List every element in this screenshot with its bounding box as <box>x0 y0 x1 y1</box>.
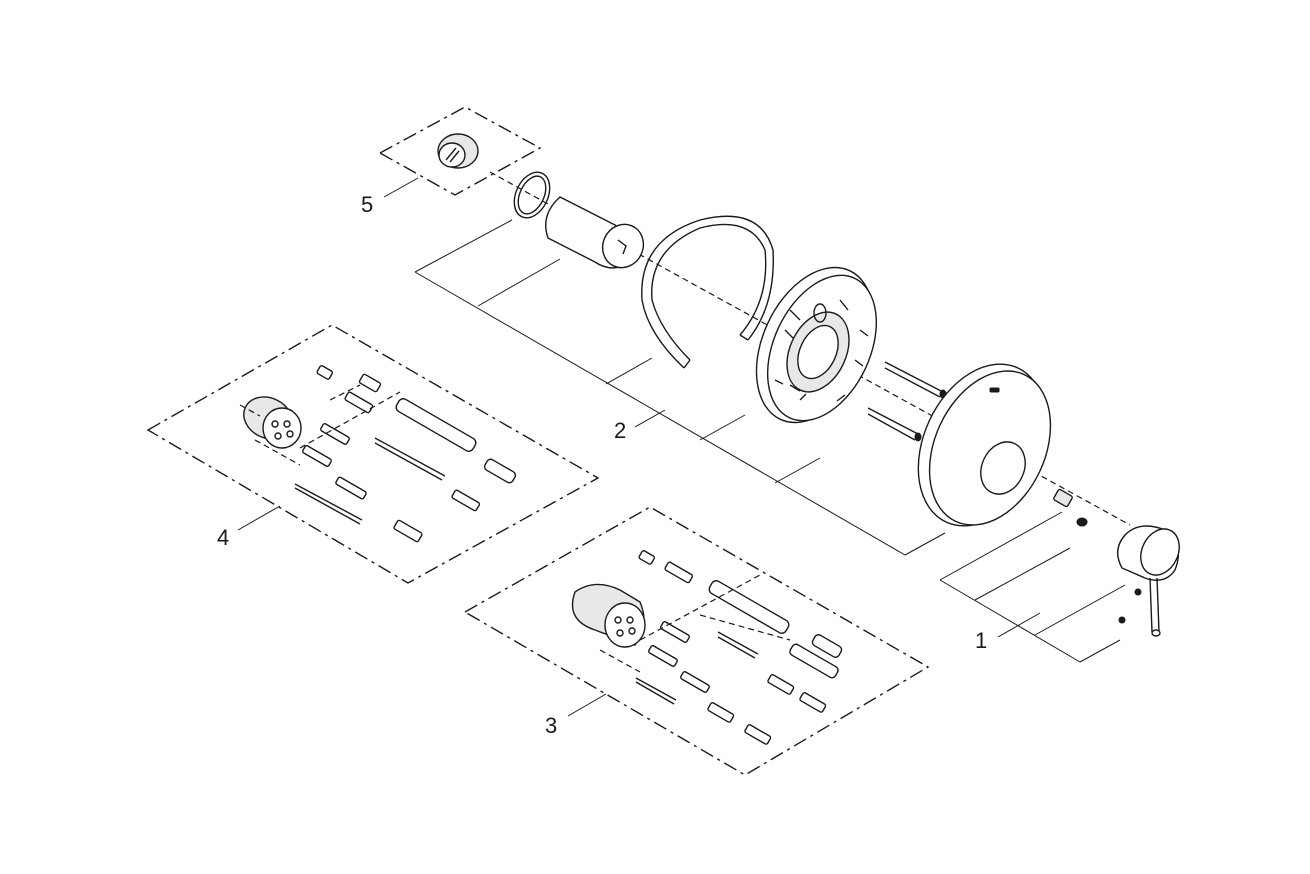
kit-4-box <box>146 324 600 584</box>
callout-4: 4 <box>217 525 229 550</box>
snap-ring <box>641 215 774 369</box>
kit-3-box <box>463 506 930 776</box>
callout-3: 3 <box>545 713 557 738</box>
callout-1-leader <box>997 612 1041 638</box>
callout-5: 5 <box>361 192 373 217</box>
bracket-group-1 <box>939 511 1126 663</box>
main-assembly <box>414 171 1180 663</box>
callout-3-leader <box>567 693 607 717</box>
callout-2-leader <box>634 409 666 428</box>
mounting-screw-upper <box>884 361 947 399</box>
adapter-fitting <box>1053 488 1088 527</box>
kit-4-small-parts <box>294 365 517 543</box>
sleeve-cylinder <box>545 196 645 269</box>
callout-1: 1 <box>975 628 987 653</box>
kit-4-cartridge <box>243 396 302 449</box>
bracket-group-2 <box>414 219 946 556</box>
kit-5-box <box>378 106 542 198</box>
mounting-screw-lower <box>867 407 922 442</box>
o-ring <box>513 171 551 219</box>
callout-2: 2 <box>614 418 626 443</box>
mounting-plate <box>755 266 878 424</box>
escutcheon-plate <box>917 363 1052 527</box>
lever-handle <box>1117 525 1180 637</box>
kit-5-cap <box>437 133 479 169</box>
kit-3-small-parts <box>635 550 843 745</box>
kit-3-cartridge <box>571 583 646 648</box>
callout-4-leader <box>237 505 281 531</box>
callout-5-leader <box>383 177 419 198</box>
